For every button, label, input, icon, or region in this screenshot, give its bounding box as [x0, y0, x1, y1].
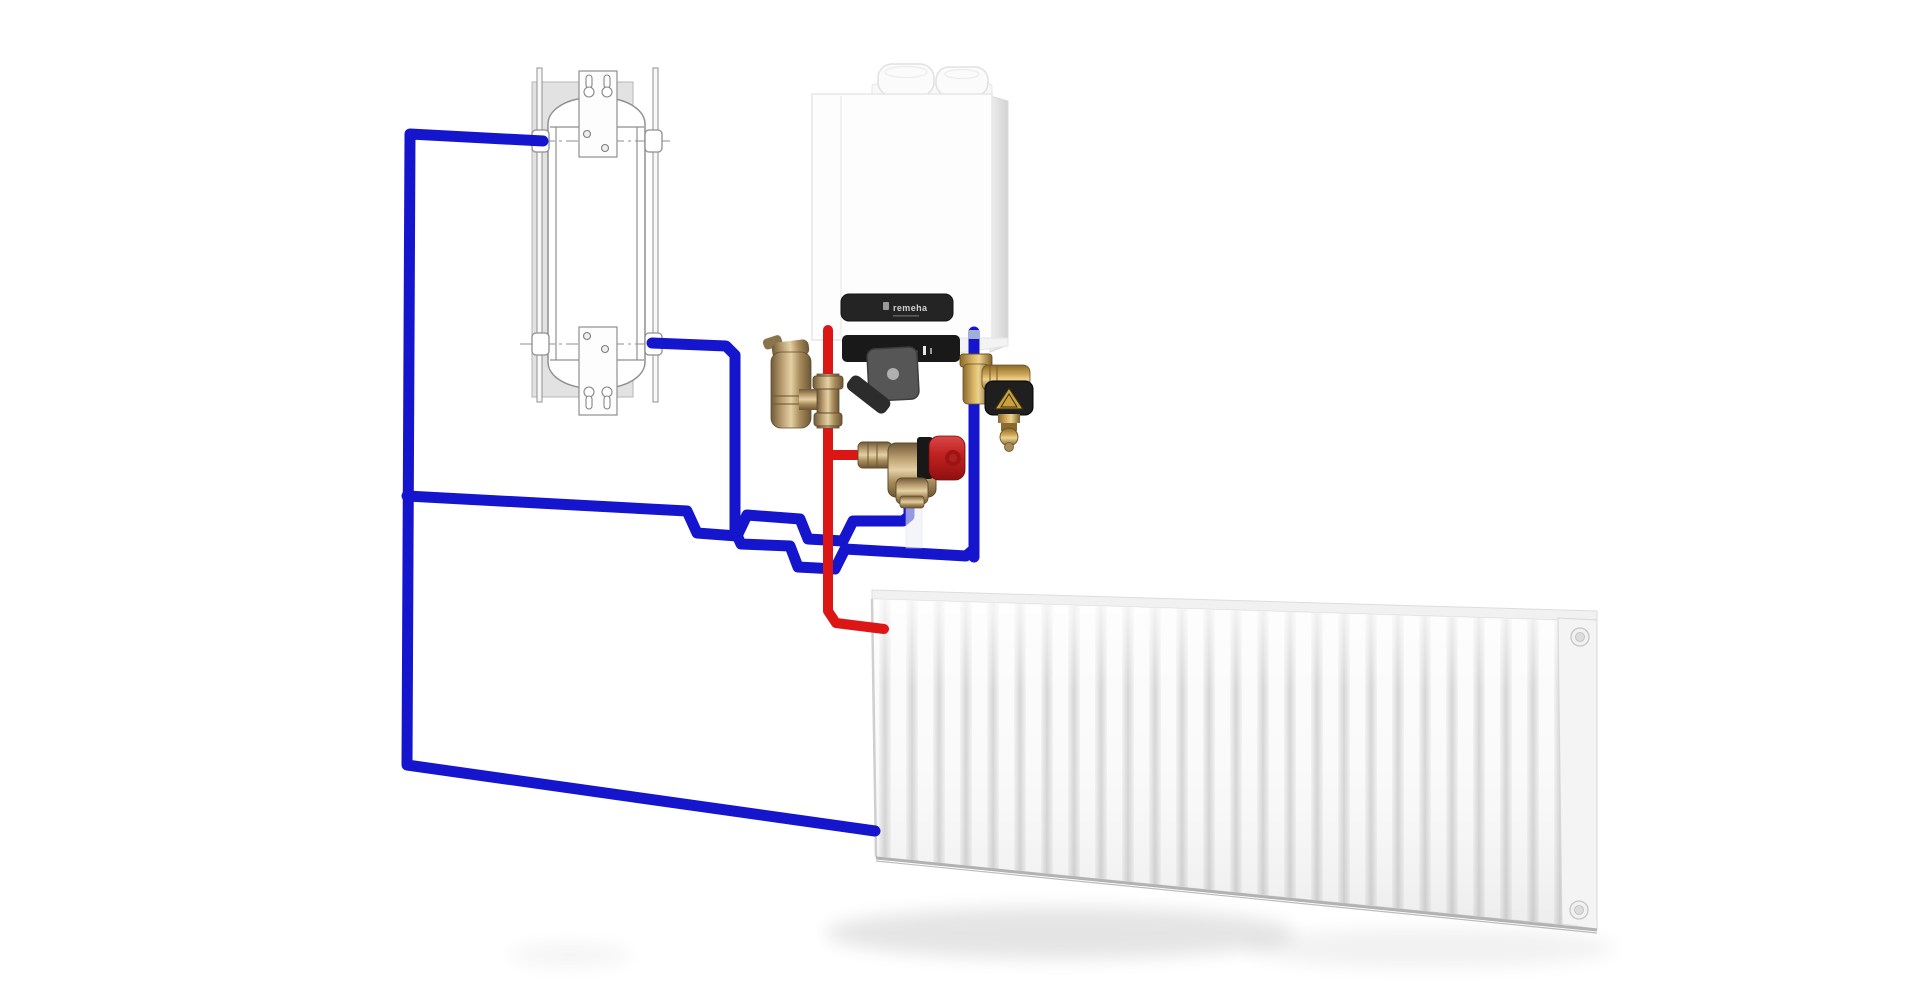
filter-drain-step1 — [998, 414, 1020, 423]
wall-rail-left — [536, 67, 543, 403]
radiator-bottom-edge — [875, 856, 1598, 932]
port-top-right — [644, 129, 663, 153]
safety-relief-valve — [857, 435, 966, 549]
tee-nut-top — [812, 375, 844, 390]
radiator-panel-shading — [872, 599, 1563, 925]
mounting-bracket-bottom — [578, 326, 618, 416]
condensate-trap — [846, 346, 920, 414]
port-bottom-left — [531, 332, 550, 356]
boiler-underside-right — [955, 337, 1009, 354]
pipe-tank-bottom-to-boiler-return — [646, 337, 979, 575]
radiator-shadow-right — [1245, 928, 1615, 968]
hydraulic-separator-drawing — [520, 67, 670, 416]
boiler: remeha — [811, 63, 1009, 414]
safety-discharge-pipe — [905, 501, 923, 549]
pipe-left-drop-branch-to-safety-discharge — [401, 489, 915, 547]
return-isolation-tip — [968, 330, 980, 339]
mounting-bracket-top — [578, 70, 618, 158]
magnetic-dirt-filter — [959, 353, 1034, 452]
pipe-boiler-flow-to-radiator — [823, 325, 889, 634]
tee-nut-bottom — [813, 412, 843, 427]
radiator-end-cap — [1557, 617, 1598, 930]
pipe-tank-top-to-left-drop-to-radiator — [401, 128, 881, 837]
valve-outlet-nut — [899, 495, 925, 509]
valve-union-nut — [857, 441, 893, 469]
air-separator — [762, 335, 844, 429]
flue-pipe-right — [935, 66, 989, 97]
flue-pipe-left — [877, 63, 935, 97]
wall-rail-right — [652, 67, 659, 403]
filter-logo-triangle — [993, 386, 1025, 410]
boiler-control-panel — [840, 293, 954, 322]
filter-drain-step2 — [1001, 423, 1017, 431]
air-separator-link — [799, 389, 819, 410]
radiator-shadow — [825, 907, 1295, 959]
floor-shadow-left — [508, 943, 632, 967]
panel-radiator — [508, 589, 1615, 968]
boiler-brand-label: remeha — [893, 303, 928, 313]
radiator-left-edge — [870, 598, 878, 858]
brand-logo-icon — [883, 302, 889, 310]
